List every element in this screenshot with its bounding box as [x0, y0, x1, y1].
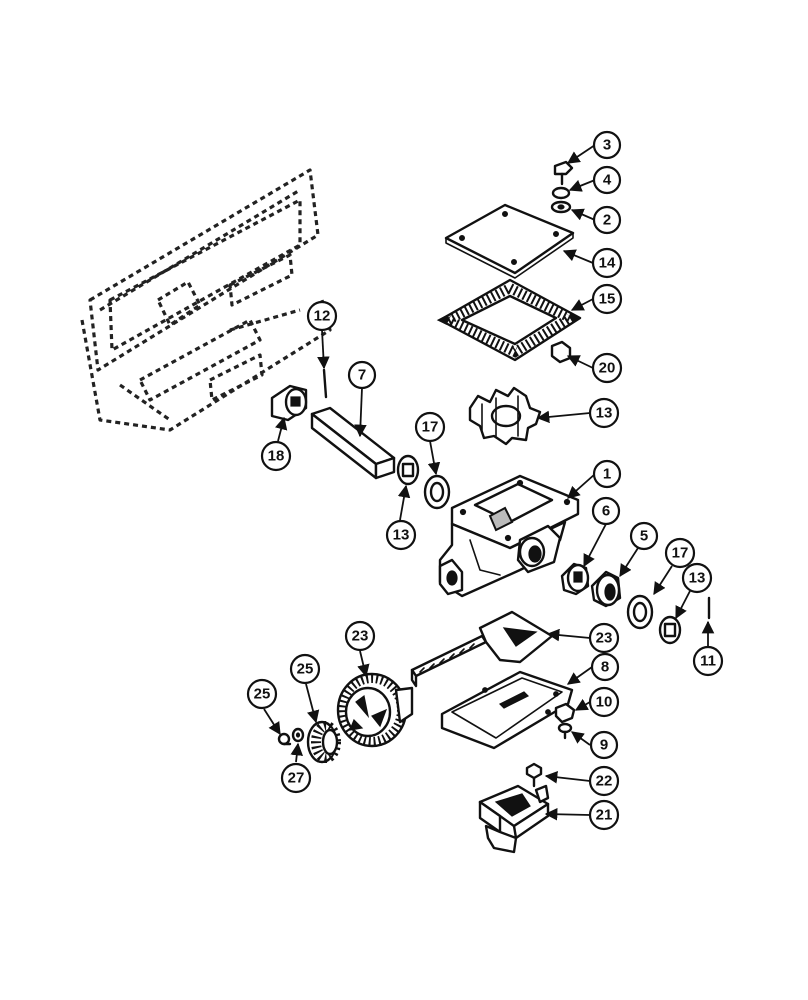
- part-6-bushing: [560, 562, 590, 596]
- part-13-washer-left: [396, 454, 420, 486]
- part-17-ring-right: [626, 594, 654, 630]
- svg-text:17: 17: [422, 419, 439, 436]
- svg-text:12: 12: [314, 308, 331, 325]
- svg-text:3: 3: [603, 137, 611, 154]
- svg-text:14: 14: [599, 255, 616, 272]
- callout-21: 21: [588, 799, 620, 831]
- svg-text:9: 9: [600, 737, 608, 754]
- svg-text:18: 18: [268, 448, 285, 465]
- svg-text:7: 7: [358, 367, 366, 384]
- svg-text:10: 10: [596, 694, 613, 711]
- svg-text:20: 20: [599, 360, 616, 377]
- part-17-ring-left: [423, 474, 451, 510]
- callout-15: 14: [591, 247, 623, 279]
- callout-23: 23: [588, 622, 620, 654]
- callout-10: 10: [588, 686, 620, 718]
- svg-text:4: 4: [603, 172, 612, 189]
- part-9-screw: [557, 722, 573, 740]
- callout-9: 9: [589, 730, 619, 760]
- part-24-gear: [336, 672, 414, 748]
- svg-text:22: 22: [596, 773, 613, 790]
- svg-text:5: 5: [640, 528, 648, 545]
- svg-text:25: 25: [254, 686, 271, 703]
- svg-text:27: 27: [288, 770, 305, 787]
- callout-27: 27: [280, 762, 312, 794]
- part-2-washer: [550, 200, 572, 214]
- svg-text:13: 13: [393, 527, 410, 544]
- svg-text:13: 13: [596, 405, 613, 422]
- part-21-bracket: [478, 784, 550, 854]
- callout-13-right: 13: [681, 562, 713, 594]
- callout-26: 25: [289, 653, 321, 685]
- part-12-pin: [322, 368, 328, 399]
- callout-18: 18: [260, 440, 292, 472]
- callout-17-right: 17: [664, 537, 696, 569]
- callout-16: 15: [591, 283, 623, 315]
- svg-text:15: 15: [599, 291, 616, 308]
- part-14-impeller: [468, 386, 542, 446]
- leader-lines: [263, 144, 715, 821]
- part-15-cover-plate: [444, 203, 575, 279]
- svg-text:1: 1: [603, 466, 611, 483]
- callout-3: 3: [592, 130, 622, 160]
- part-10-nut: [554, 702, 576, 724]
- part-4-lockwasher: [551, 186, 571, 200]
- callout-7: 7: [347, 360, 377, 390]
- callout-4: 4: [592, 165, 622, 195]
- callout-14: 13: [588, 397, 620, 429]
- callout-25: 25: [246, 678, 278, 710]
- part-1-pump-housing: [438, 474, 580, 598]
- svg-text:23: 23: [352, 628, 369, 645]
- callout-1: 1: [592, 459, 622, 489]
- part-25-screw: [277, 732, 292, 746]
- part-27-washer: [291, 727, 305, 743]
- svg-text:25: 25: [297, 661, 314, 678]
- svg-text:11: 11: [700, 653, 716, 670]
- part-22-screw: [525, 762, 543, 788]
- part-8-base-plate: [440, 670, 574, 750]
- part-23-gauge: [410, 610, 554, 688]
- callout-11: 11: [692, 645, 724, 677]
- svg-text:2: 2: [603, 212, 611, 229]
- callout-5: 5: [629, 521, 659, 551]
- svg-text:6: 6: [602, 503, 610, 520]
- part-13-washer-right: [658, 615, 682, 645]
- part-5-seal: [590, 570, 622, 608]
- callout-22: 22: [588, 765, 620, 797]
- svg-text:23: 23: [596, 630, 613, 647]
- part-20-nut: [550, 340, 572, 364]
- callout-2: 2: [592, 205, 622, 235]
- callout-6: 6: [591, 496, 621, 526]
- svg-text:17: 17: [672, 545, 689, 562]
- part-18-bushing: [270, 384, 308, 422]
- part-3-bolt: [553, 160, 574, 186]
- callout-24: 23: [344, 620, 376, 652]
- callout-17-left: 17: [414, 411, 446, 443]
- svg-text:13: 13: [689, 570, 706, 587]
- part-26-cap: [306, 720, 341, 764]
- callout-12: 12: [306, 300, 338, 332]
- svg-text:21: 21: [596, 807, 613, 824]
- part-7-shaft: [310, 406, 396, 480]
- part-16-gasket: [436, 278, 582, 362]
- callout-13-left: 13: [385, 519, 417, 551]
- callout-8: 8: [590, 652, 620, 682]
- callout-20: 20: [591, 352, 623, 384]
- svg-text:8: 8: [601, 659, 609, 676]
